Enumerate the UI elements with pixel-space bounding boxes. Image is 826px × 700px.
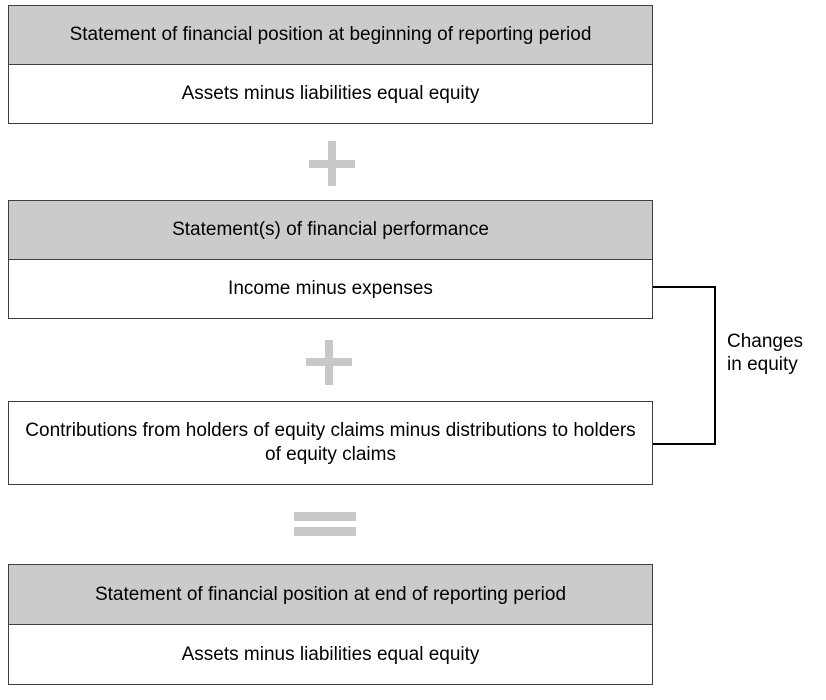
performance-body: Income minus expenses xyxy=(228,278,433,299)
performance-box: Statement(s) of financial performance In… xyxy=(8,200,653,319)
closing-position-box: Statement of financial position at end o… xyxy=(8,564,653,685)
plus-icon-vertical xyxy=(325,340,333,385)
equals-icon-top-bar xyxy=(294,512,356,521)
plus-icon-vertical xyxy=(328,141,336,186)
opening-position-body: Assets minus liabilities equal equity xyxy=(181,83,480,104)
closing-position-header: Statement of financial position at end o… xyxy=(9,565,652,625)
equals-icon-bottom-bar xyxy=(294,527,356,536)
opening-position-header: Statement of financial position at begin… xyxy=(9,6,652,65)
opening-position-box: Statement of financial position at begin… xyxy=(8,5,653,124)
changes-in-equity-bracket xyxy=(653,286,716,445)
performance-header: Statement(s) of financial performance xyxy=(9,201,652,260)
changes-in-equity-label: Changes in equity xyxy=(727,330,803,376)
contributions-body: Contributions from holders of equity cla… xyxy=(25,420,636,465)
closing-position-body: Assets minus liabilities equal equity xyxy=(181,643,480,665)
changes-in-equity-label-line2: in equity xyxy=(727,354,798,375)
contributions-box: Contributions from holders of equity cla… xyxy=(8,401,653,485)
changes-in-equity-label-line1: Changes xyxy=(727,331,804,352)
